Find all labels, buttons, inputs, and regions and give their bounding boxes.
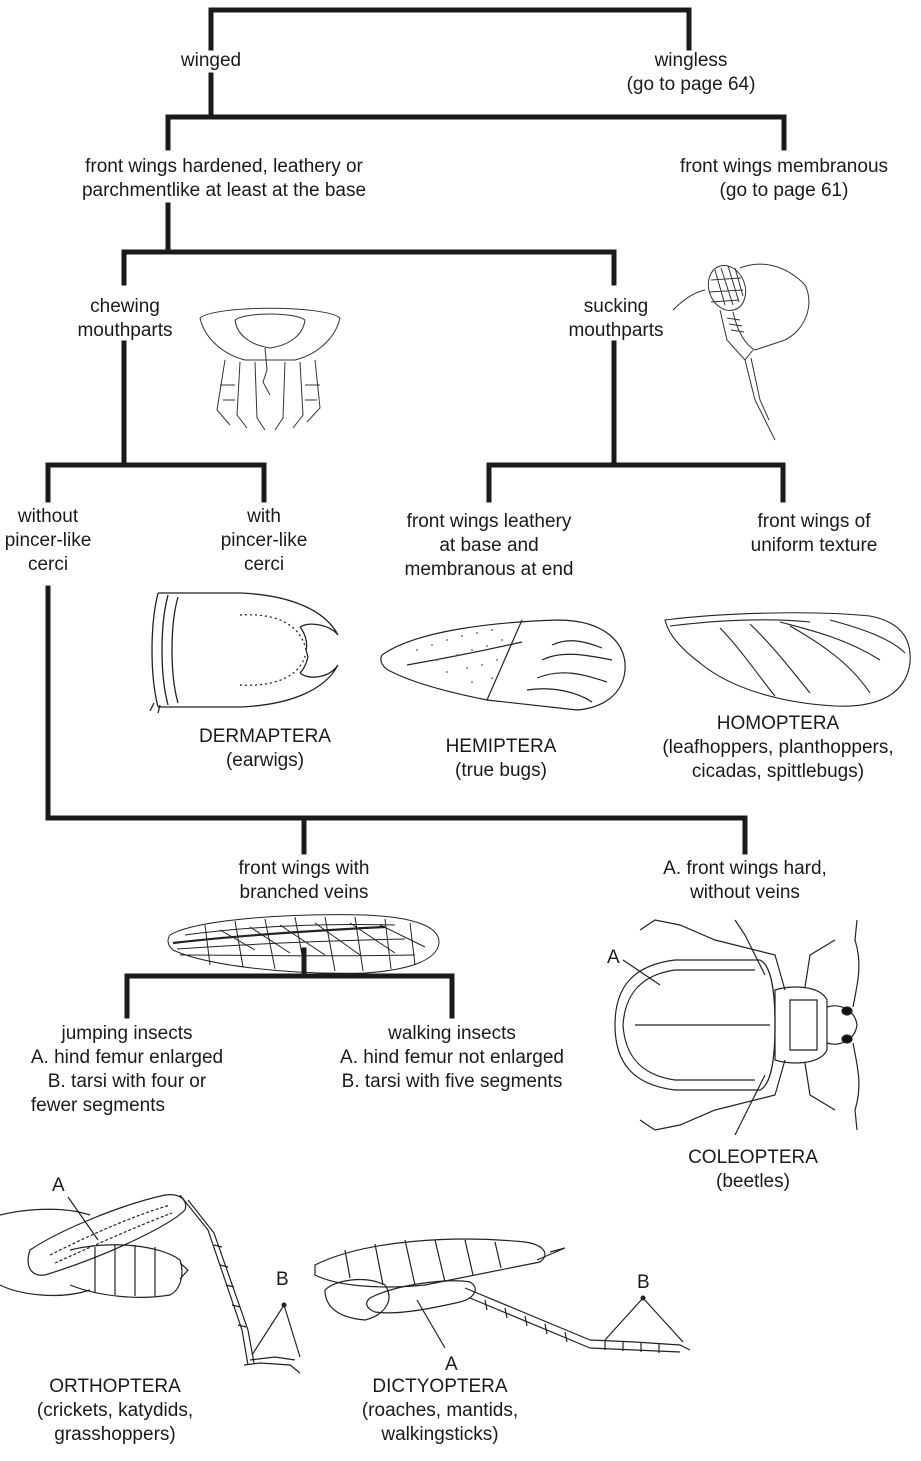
connector-root	[211, 10, 689, 48]
node-winged: winged	[181, 49, 241, 73]
chewing-mouthparts-drawing	[195, 300, 345, 435]
homoptera-wing-drawing	[660, 608, 915, 713]
order-homoptera: HOMOPTERA (leafhoppers, planthoppers, ci…	[662, 712, 893, 784]
dictyoptera-pointer-b-lines	[605, 1298, 683, 1342]
earwig-cerci-drawing	[140, 585, 350, 715]
order-dictyoptera: DICTYOPTERA (roaches, mantids, walkingst…	[362, 1375, 518, 1447]
coleoptera-beetle-drawing: A	[595, 915, 885, 1140]
dictyoptera-pointer-a-line	[417, 1300, 445, 1348]
connector-wing-texture	[489, 465, 783, 500]
dictyoptera-pointer-b: B	[637, 1272, 650, 1293]
node-leathery-base: front wings leathery at base and membran…	[405, 510, 574, 582]
orthoptera-pointer-b-lines	[252, 1305, 300, 1357]
dictyoptera-drawing: A B	[305, 1230, 695, 1380]
connector-cerci	[48, 465, 264, 500]
orthoptera-drawing: A B	[0, 1175, 320, 1375]
connector-mouthparts	[124, 252, 614, 283]
node-without-pincer-cerci: without pincer-like cerci	[5, 505, 92, 577]
node-jumping-insects: jumping insects A. hind femur enlarged B…	[31, 1022, 223, 1118]
order-dermaptera: DERMAPTERA (earwigs)	[199, 725, 331, 773]
orthoptera-pointer-b: B	[276, 1269, 289, 1290]
node-front-wings-hardened: front wings hardened, leathery or parchm…	[82, 155, 366, 203]
order-hemiptera: HEMIPTERA (true bugs)	[446, 735, 557, 783]
node-sucking-mouthparts: sucking mouthparts	[568, 295, 663, 343]
node-front-wings-membranous: front wings membranous (go to page 61)	[680, 155, 888, 203]
node-branched-veins: front wings with branched veins	[239, 857, 370, 905]
connector-legs	[127, 976, 452, 1016]
connector-wings	[168, 117, 784, 148]
node-chewing-mouthparts: chewing mouthparts	[77, 295, 172, 343]
node-walking-insects: walking insects A. hind femur not enlarg…	[340, 1022, 564, 1094]
order-orthoptera: ORTHOPTERA (crickets, katydids, grasshop…	[37, 1375, 193, 1447]
hemiptera-wing-drawing	[377, 610, 632, 715]
node-uniform-texture: front wings of uniform texture	[751, 510, 878, 558]
node-hard-without-veins: A. front wings hard, without veins	[663, 857, 827, 905]
dictyoptera-pointer-a: A	[445, 1354, 458, 1375]
coleoptera-pointer-a: A	[607, 947, 620, 968]
sucking-mouthparts-drawing	[665, 250, 825, 445]
orthoptera-pointer-a: A	[52, 1175, 65, 1196]
order-coleoptera: COLEOPTERA (beetles)	[688, 1146, 818, 1194]
node-wingless: wingless (go to page 64)	[627, 49, 756, 97]
node-with-pincer-cerci: with pincer-like cerci	[221, 505, 308, 577]
branched-veins-wing-drawing	[165, 905, 445, 980]
